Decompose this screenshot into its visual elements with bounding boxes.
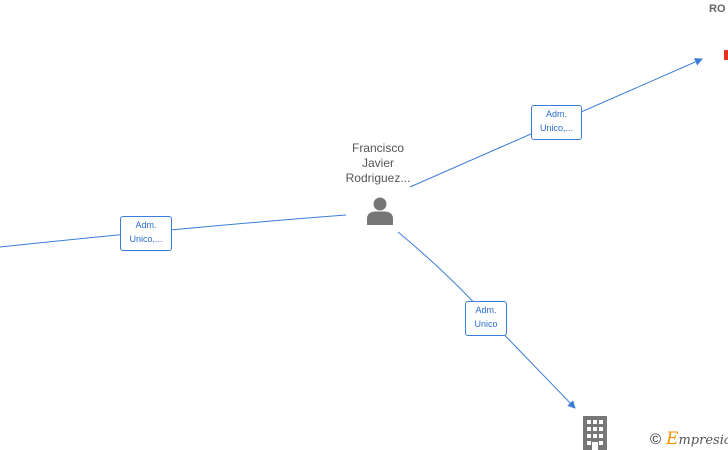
- edge-label-line-1: Adm.: [135, 220, 157, 230]
- edge-label-line-2: Unico,...: [129, 234, 163, 244]
- person-name-line-2: Javier: [361, 156, 394, 170]
- person-name[interactable]: Francisco Javier Rodriguez...: [330, 141, 426, 186]
- edge-label-line-1: Adm.: [475, 305, 497, 315]
- edge-label-line-1: Adm.: [545, 109, 567, 119]
- edge-line-left: [0, 214, 347, 248]
- brand-initial: E: [666, 429, 679, 449]
- edge-label-line-2: Unico,...: [539, 123, 573, 133]
- building-icon[interactable]: [580, 416, 610, 450]
- edge-label-bottom[interactable]: Adm. Unico: [465, 301, 507, 336]
- edge-label-line-2: Unico: [474, 319, 498, 329]
- person-icon[interactable]: [365, 196, 395, 226]
- person-name-line-1: Francisco: [351, 141, 404, 155]
- brand-name: mpresia: [678, 433, 728, 448]
- edge-label-top-right[interactable]: Adm. Unico,...: [531, 105, 582, 140]
- company-marker-icon: [724, 50, 728, 60]
- brand-logo: ©Empresia: [650, 429, 728, 449]
- edge-label-left[interactable]: Adm. Unico,...: [120, 216, 172, 251]
- company-node-label-top-right[interactable]: RO: [709, 3, 726, 15]
- copyright-symbol: ©: [650, 431, 662, 448]
- person-name-line-3: Rodriguez...: [345, 171, 411, 185]
